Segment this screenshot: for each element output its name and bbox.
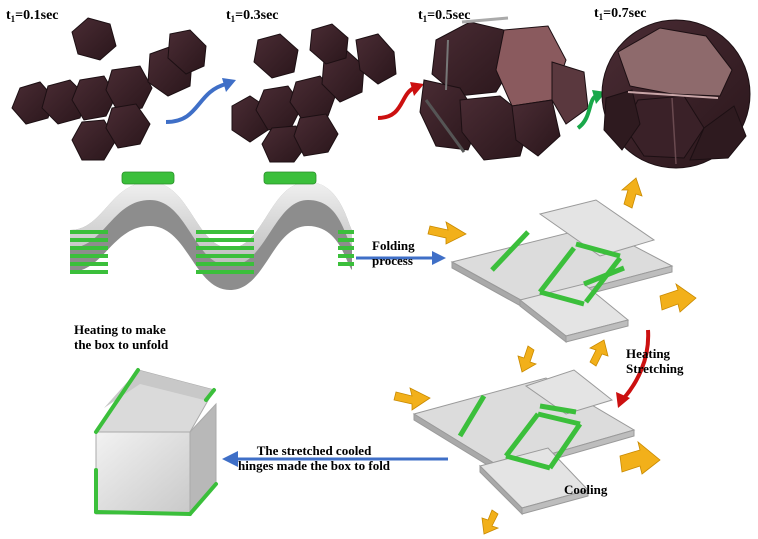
arrow-red-frame2-to-3 bbox=[377, 82, 424, 120]
cross-sheet-bottom bbox=[412, 369, 636, 516]
arrow-folding-process bbox=[356, 251, 446, 265]
arrow-stretched-hinges-fold bbox=[222, 451, 448, 467]
label-heating-unfold: Heating to make the box to unfold bbox=[74, 322, 169, 352]
frame-3-half-folded bbox=[419, 16, 589, 161]
arrow-heating-stretching bbox=[616, 329, 651, 408]
wave-sheet bbox=[70, 171, 354, 290]
cross-sheet-top bbox=[450, 199, 674, 344]
frame-2-folding-net bbox=[231, 23, 397, 163]
orange-arrows-bottom-cross bbox=[393, 387, 661, 535]
time-label-frame-4: t1=0.7sec bbox=[594, 6, 647, 22]
label-heating-stretching: Heating Stretching bbox=[626, 346, 684, 376]
folded-box bbox=[94, 368, 218, 516]
time-label-frame-3: t1=0.5sec bbox=[418, 8, 471, 24]
time-label-frame-2: t1=0.3sec bbox=[226, 8, 279, 24]
label-folding-process: Folding process bbox=[372, 238, 415, 268]
label-cooling: Cooling bbox=[564, 482, 608, 497]
frame-4-folded-ball bbox=[601, 19, 751, 169]
time-label-frame-1: t1=0.1sec bbox=[6, 8, 59, 24]
arrow-blue-frame1-to-2 bbox=[165, 78, 236, 124]
frame-1-flat-net bbox=[11, 17, 207, 161]
label-stretched-hinges-fold: The stretched cooled hinges made the box… bbox=[238, 443, 391, 473]
orange-arrows-top-cross bbox=[427, 177, 697, 373]
